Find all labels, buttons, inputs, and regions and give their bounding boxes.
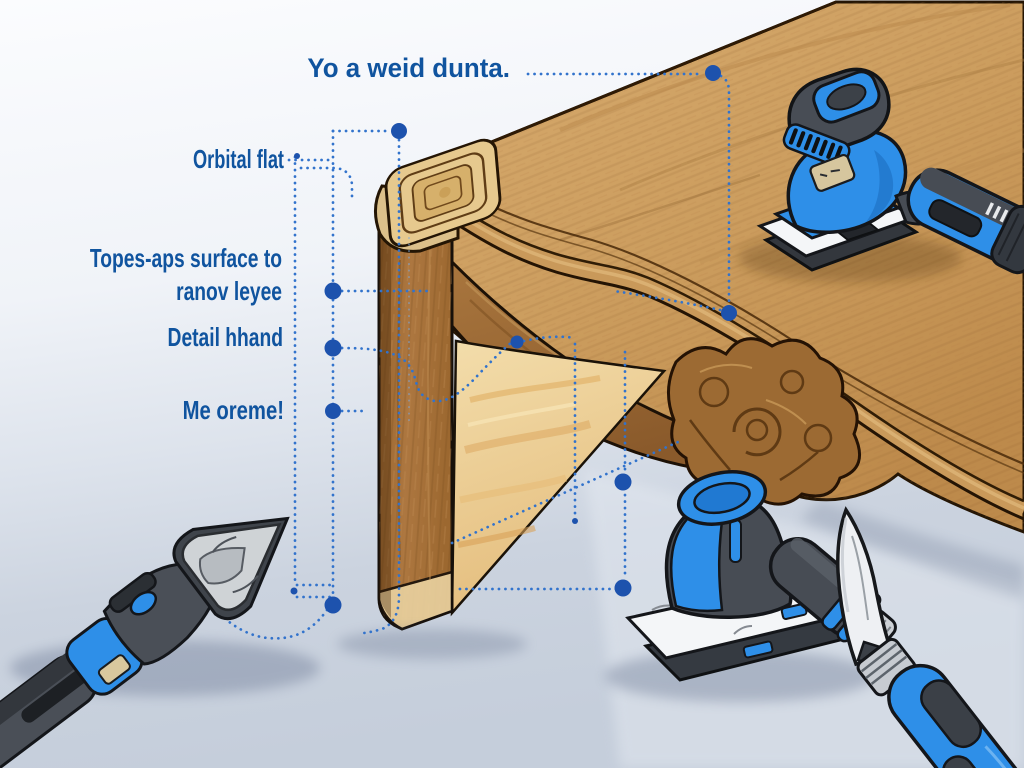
leg-cap-rosette xyxy=(374,138,502,253)
leader-node xyxy=(325,403,341,419)
label-detail-hand: Detail hhand xyxy=(167,322,283,352)
label-orbital-flat: Orbital flat xyxy=(192,144,284,174)
sheet-sander-on-tabletop xyxy=(738,67,1024,282)
label-surface-callout: Topes-aps surface to ranov leyee xyxy=(76,242,282,307)
leader-node xyxy=(614,579,632,597)
label-surface-line1: Topes-aps surface to xyxy=(89,243,282,273)
leader-node xyxy=(614,473,632,491)
leader-node xyxy=(324,282,342,300)
leader-lines xyxy=(210,72,731,640)
table-leg xyxy=(377,210,454,631)
scraper-tool-bottom-right xyxy=(836,506,1024,768)
leader-node xyxy=(510,335,524,349)
leader-node xyxy=(721,305,737,321)
leader-nodes xyxy=(290,65,737,614)
label-top-text: Yo a weid dunta. xyxy=(307,53,510,83)
leader-node xyxy=(324,339,342,357)
sander-badge xyxy=(809,153,856,192)
carved-scroll-ornament xyxy=(667,337,862,506)
label-top-callout: Yo a weid dunta. xyxy=(212,53,510,85)
label-surface-line2: ranov leyee xyxy=(176,275,282,306)
detail-sander-bottom-left xyxy=(0,516,320,768)
leader-node xyxy=(705,65,721,81)
leader-node xyxy=(391,123,407,139)
leader-node xyxy=(324,596,342,614)
label-me-oreme: Me oreme! xyxy=(182,395,284,425)
